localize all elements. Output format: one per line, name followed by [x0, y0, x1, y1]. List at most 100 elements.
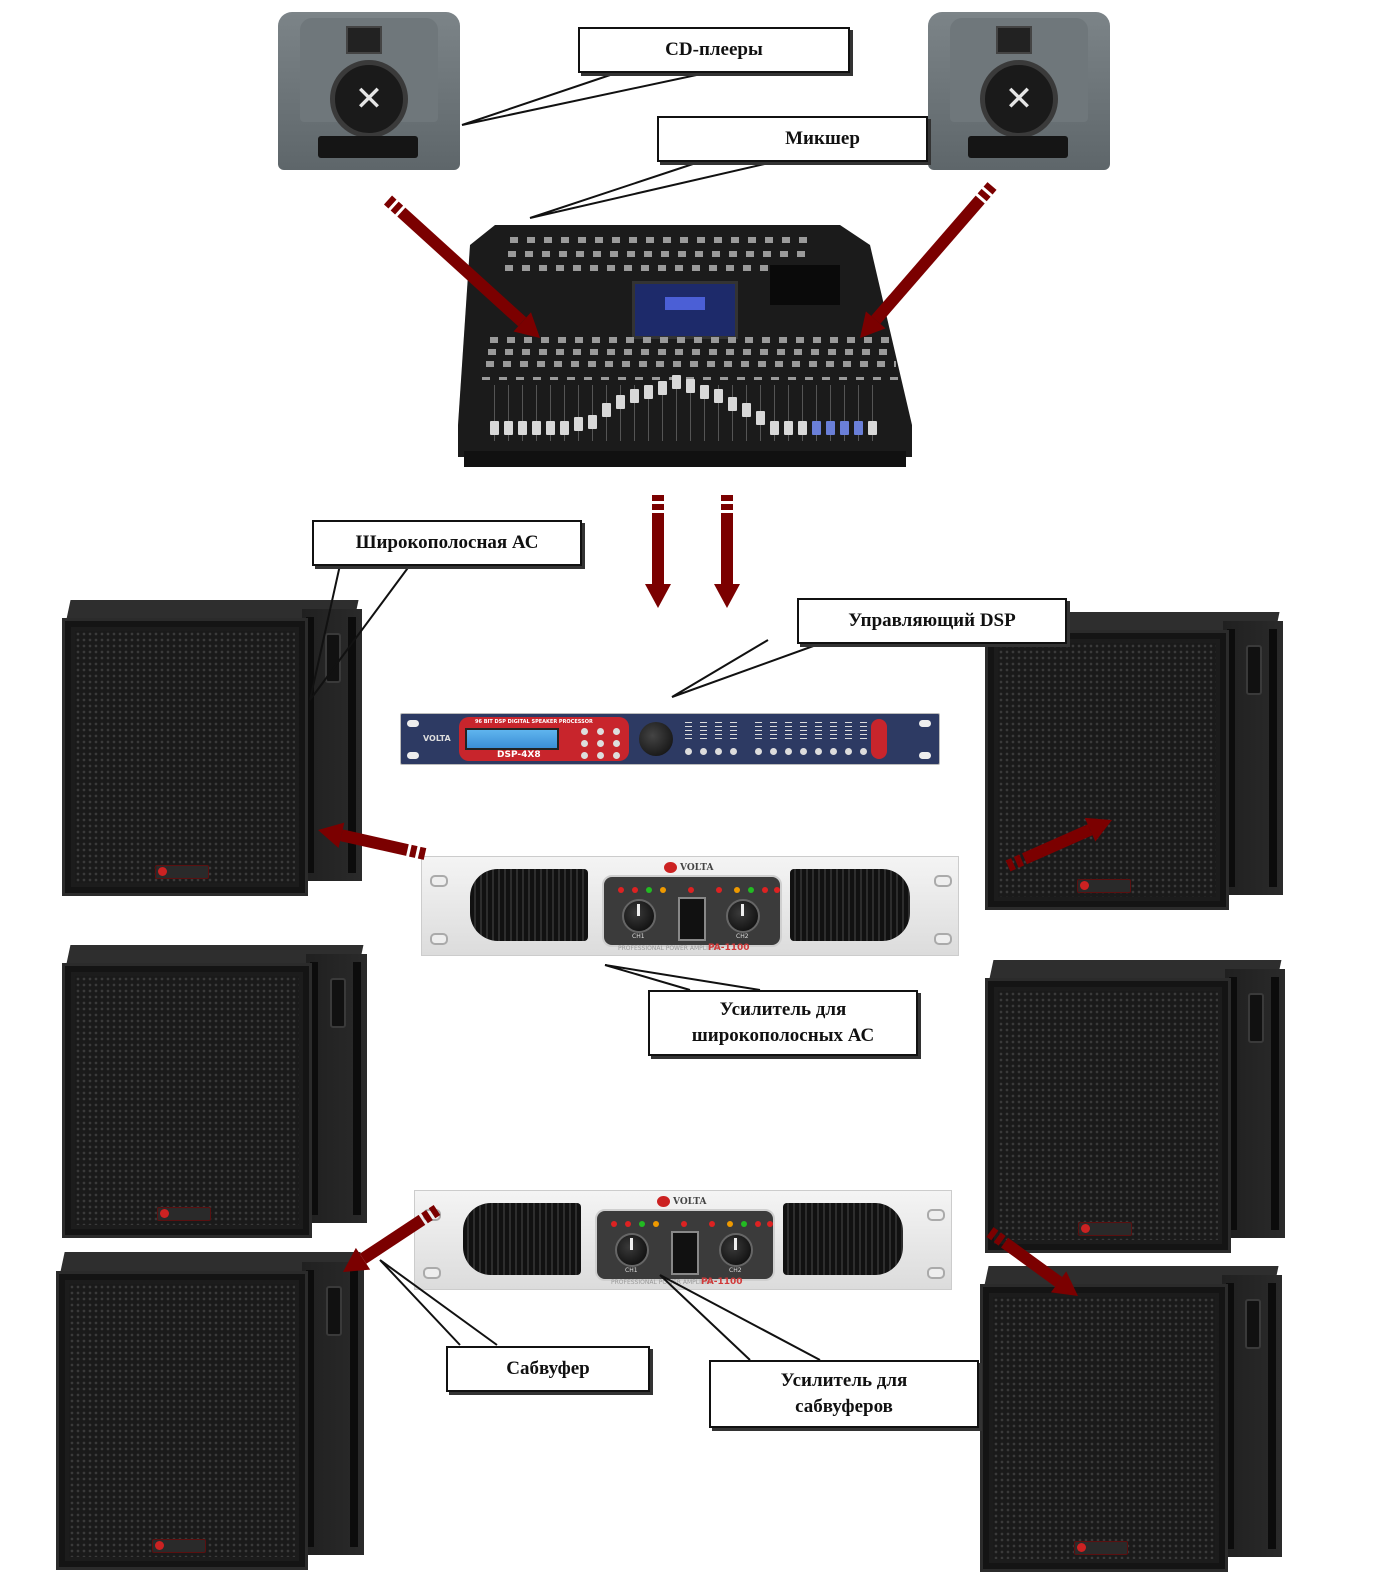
fader-track — [718, 385, 719, 441]
ch2-label: CH2 — [736, 933, 749, 940]
speaker-rail — [306, 1270, 314, 1547]
arrow-shaft — [1005, 858, 1016, 872]
brand-logo-icon — [152, 1539, 206, 1553]
dsp-channel-button — [715, 748, 722, 755]
callout-text-line1: Усилитель для — [780, 1370, 908, 1391]
amp-vent-left — [463, 1203, 581, 1275]
signal-arrows — [317, 182, 1112, 1297]
arrow-shaft — [409, 844, 418, 858]
arrow-head — [342, 1247, 371, 1272]
callout-mixer: Микшер — [657, 116, 928, 162]
dsp-level-meter — [700, 722, 707, 742]
rack-ear-hole — [927, 1209, 945, 1221]
arrow-head — [859, 311, 886, 338]
mixer-button-row — [488, 349, 893, 355]
brand-logo-icon — [1074, 1541, 1128, 1555]
amp-led-indicator — [774, 887, 780, 893]
arrow-shaft — [390, 201, 404, 215]
arrow-shaft — [993, 1232, 1006, 1246]
arrow-shaft — [871, 195, 985, 324]
speaker-side — [306, 954, 367, 1223]
speaker-front — [62, 963, 312, 1238]
brand-logo-icon — [1078, 1222, 1132, 1236]
callout-text: Сабвуфер — [506, 1358, 590, 1379]
ch1-gain-knob — [615, 1233, 649, 1267]
dsp-button — [581, 728, 588, 735]
mixer-fader — [602, 403, 611, 417]
speaker-rail — [353, 962, 361, 1215]
speaker-side — [1222, 1275, 1282, 1557]
arrow-shaft — [983, 182, 997, 195]
ch2-gain-knob — [719, 1233, 753, 1267]
fader-track — [788, 385, 789, 441]
mixing-console — [450, 225, 920, 470]
fader-track — [662, 385, 663, 441]
callout-text: CD-плееры — [665, 39, 763, 60]
arrow-shaft — [340, 829, 409, 856]
arrow-shaft — [721, 513, 733, 584]
cd-player-display — [346, 26, 382, 54]
rack-ear-hole — [430, 875, 448, 887]
dsp-button — [597, 740, 604, 747]
ch1-gain-knob — [622, 899, 656, 933]
speaker-front — [980, 1284, 1228, 1572]
dsp-channel-button — [800, 748, 807, 755]
amp-brand: VOLTA — [663, 862, 714, 873]
power-switch — [678, 897, 706, 941]
dsp-button — [597, 728, 604, 735]
mixer-fader — [798, 421, 807, 435]
cd-jog-wheel: ✕ — [980, 60, 1058, 138]
speaker-front — [56, 1271, 308, 1570]
fader-track — [620, 385, 621, 441]
mixer-fader — [574, 417, 583, 431]
amp-led-indicator — [688, 887, 694, 893]
speaker-side — [1225, 969, 1285, 1238]
dsp-level-meter — [845, 722, 852, 742]
dsp-encoder-knob — [639, 722, 673, 756]
callout-text-line1: Усилитель для — [719, 999, 847, 1020]
speaker-rail — [1229, 977, 1237, 1230]
ch2-label: CH2 — [729, 1267, 742, 1274]
callout-text-line2: широкополосных АС — [691, 1025, 875, 1046]
mixer-fader — [826, 421, 835, 435]
speaker-rail — [350, 1270, 358, 1547]
dsp-channel-button — [815, 748, 822, 755]
mixer-fader — [504, 421, 513, 435]
arrow-head — [1050, 1271, 1079, 1297]
arrow-cd-right-to-mixer — [859, 182, 997, 338]
amp-led-indicator — [709, 1221, 715, 1227]
arrow-shaft — [652, 513, 664, 584]
subwoofer-left-top — [62, 945, 367, 1238]
fader-track — [676, 385, 677, 441]
subwoofer-right-bottom — [980, 1266, 1282, 1572]
amp-led-indicator — [660, 887, 666, 893]
amp-vent-right — [783, 1203, 903, 1275]
ch1-label: CH1 — [625, 1267, 638, 1274]
arrow-head — [714, 584, 740, 608]
dsp-button — [613, 752, 620, 759]
mixer-knob-row — [505, 265, 815, 271]
rack-ear-hole — [934, 875, 952, 887]
fader-track — [592, 385, 593, 441]
dsp-channel-button — [685, 748, 692, 755]
arrow-cd-left-to-mixer — [383, 195, 540, 338]
dsp-channel-button — [785, 748, 792, 755]
amp-led-indicator — [716, 887, 722, 893]
arrow-shaft — [721, 495, 733, 501]
cd-slot — [968, 136, 1068, 158]
speaker-handle — [326, 1286, 342, 1336]
fader-track — [494, 385, 495, 441]
amp-led-indicator — [632, 887, 638, 893]
speaker-grille — [75, 976, 299, 1225]
fader-track — [830, 385, 831, 441]
dsp-channel-button — [830, 748, 837, 755]
mixer-knob-row — [510, 237, 810, 243]
cd-slot — [318, 136, 418, 158]
dsp-button — [581, 752, 588, 759]
speaker-rail — [1269, 629, 1277, 887]
subwoofer-right-top — [985, 960, 1285, 1253]
leader-dsp — [671, 639, 831, 698]
callout-dsp: Управляющий DSP — [797, 598, 1067, 644]
arrow-mixer-to-dsp-1 — [645, 495, 671, 608]
fader-track — [690, 385, 691, 441]
